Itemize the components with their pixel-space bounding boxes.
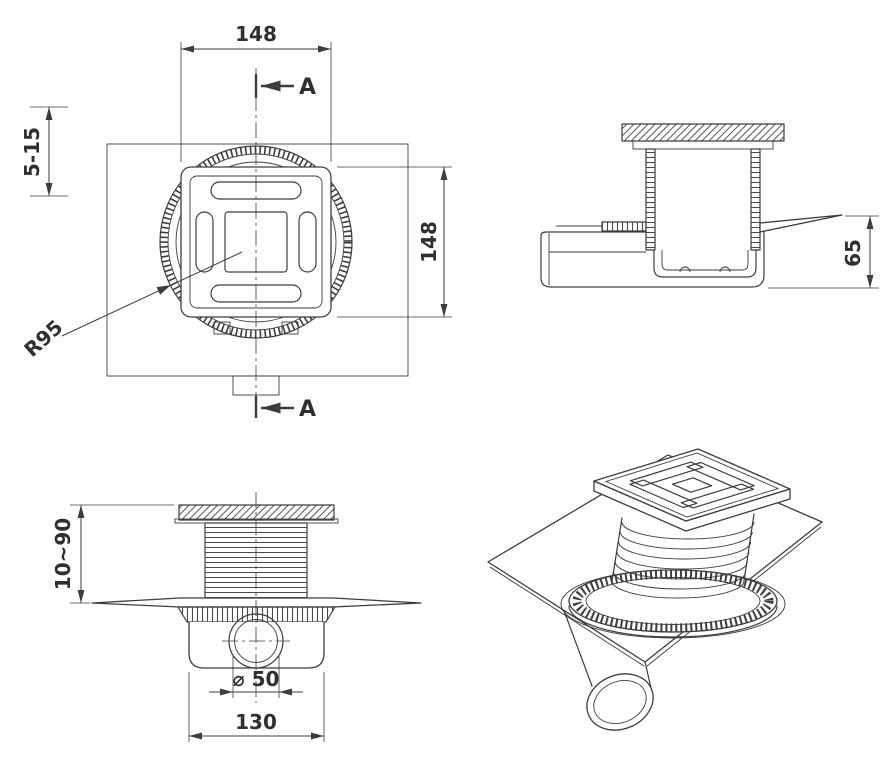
grate-front	[178, 504, 335, 521]
section-arrow-top: A	[261, 75, 316, 100]
dim-height-label: 148	[417, 221, 441, 263]
iso-view	[487, 448, 823, 731]
plan-view: A A 148 148 5-15	[19, 22, 452, 422]
riser-cylinder-iso	[611, 513, 755, 599]
grate-slot-iso-top	[629, 461, 704, 487]
trap-body-section	[540, 230, 765, 288]
plan-dimension-width: 148	[180, 22, 332, 162]
grate-section	[621, 123, 785, 142]
radius-label: R95	[19, 315, 67, 362]
plan-dimension-membrane: 5-15	[20, 106, 68, 197]
adjust-range-label: 10~90	[51, 518, 75, 590]
riser-wall-left	[645, 148, 656, 251]
trap-body-front	[188, 622, 325, 669]
riser-wall-right	[750, 148, 761, 251]
plan-dimension-height: 148	[337, 166, 452, 318]
membrane-thickness-label: 5-15	[20, 127, 44, 177]
odour-trap-cup	[653, 249, 757, 278]
section-dimension-height: 65	[768, 215, 879, 289]
grate-slot-right	[298, 211, 317, 273]
grate-frame-section	[632, 140, 774, 150]
front-dimension-adjust: 10~90	[51, 504, 174, 604]
outlet-pipe-iso	[559, 599, 654, 731]
dim-width-label: 148	[235, 22, 277, 46]
body-width-label: 130	[235, 710, 277, 734]
ring-teeth-iso	[572, 569, 774, 633]
outlet-diameter-label: ⌀ 50	[233, 667, 280, 691]
clamping-ring-iso	[568, 569, 778, 638]
grate-slot-iso-left	[629, 479, 698, 509]
grate-iso	[593, 448, 791, 532]
section-arrow-bottom: A	[261, 397, 316, 422]
front-dimension-diameter: ⌀ 50	[209, 656, 303, 698]
flange-right	[759, 214, 843, 233]
section-arrow-label-top: A	[299, 75, 316, 100]
grate-slot-iso-right	[686, 461, 755, 491]
front-dimension-width: 130	[188, 672, 325, 742]
membrane-flange-front	[91, 597, 422, 608]
grate-center-iso	[671, 477, 713, 493]
clamp-ring-section	[601, 221, 647, 232]
section-height-label: 65	[841, 239, 865, 267]
grate-slot-left	[195, 211, 214, 273]
front-view: 10~90 ⌀ 50 130	[51, 492, 422, 742]
section-view: 65	[540, 123, 879, 289]
section-arrow-label-bottom: A	[299, 397, 316, 422]
